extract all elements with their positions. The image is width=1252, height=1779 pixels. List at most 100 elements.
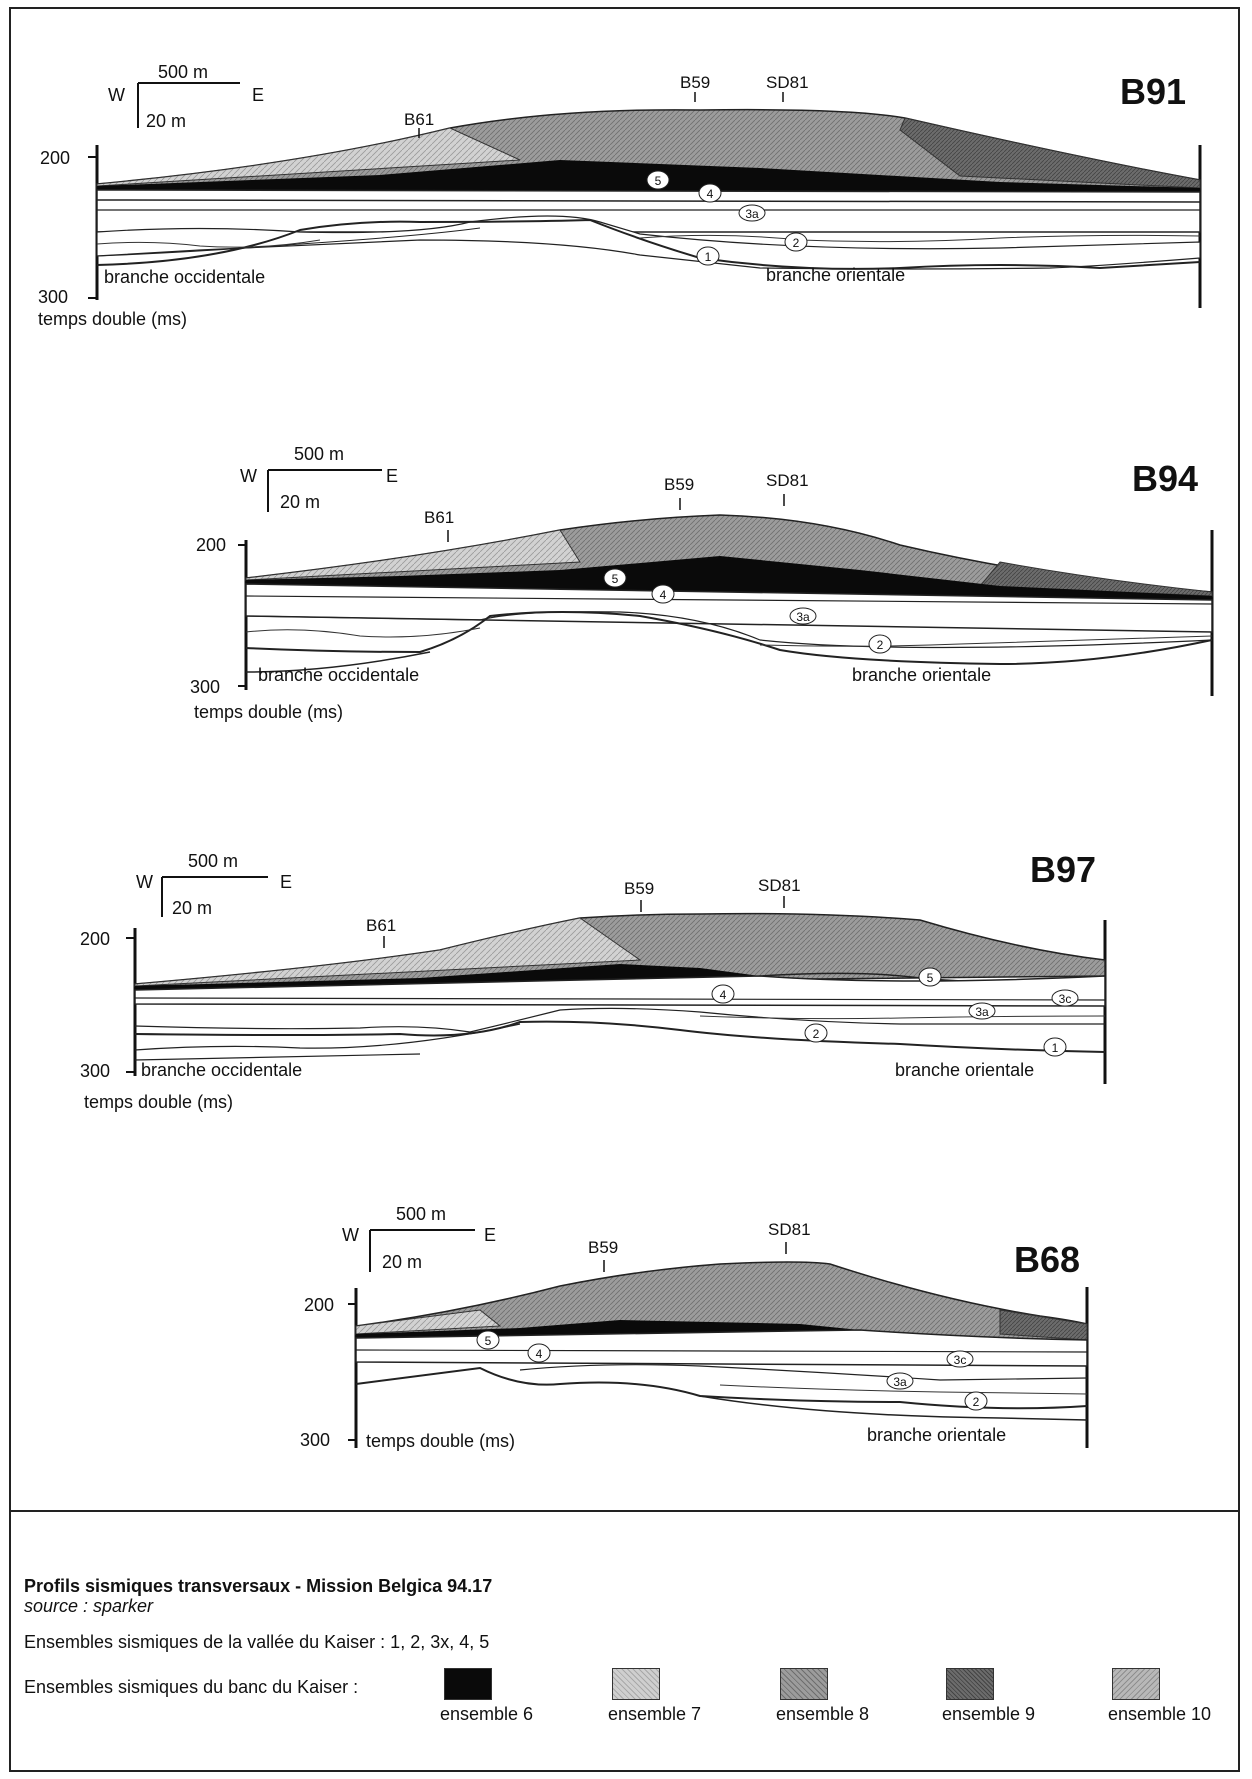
swatch-label: ensemble 6 [440, 1704, 534, 1724]
svg-text:2: 2 [877, 638, 884, 652]
branch-east-label: branche orientale [852, 665, 991, 685]
tick-300: 300 [190, 677, 220, 697]
svg-text:2: 2 [793, 236, 800, 250]
borehole-label: SD81 [768, 1220, 811, 1239]
unit-marker-3a: 3a [789, 607, 817, 625]
legend-swatch-ensemble-6: ensemble 6 [440, 1668, 533, 1725]
unit-marker-1: 1 [1043, 1037, 1067, 1057]
svg-text:3a: 3a [796, 610, 810, 624]
swatch-label: ensemble 9 [942, 1704, 1036, 1724]
legend-swatch-ensemble-8: ensemble 8 [776, 1668, 869, 1725]
svg-text:5: 5 [655, 174, 662, 188]
unit-marker-1: 1 [696, 246, 720, 266]
borehole-label: B59 [680, 73, 710, 92]
svg-text:1: 1 [1052, 1041, 1059, 1055]
unit-marker-3c: 3c [946, 1350, 974, 1368]
unit-marker-2: 2 [964, 1391, 988, 1411]
svg-text:2: 2 [813, 1027, 820, 1041]
unit-marker-5: 5 [918, 967, 942, 987]
legend-valley-ensembles: Ensembles sismiques de la vallée du Kais… [24, 1632, 490, 1652]
svg-text:3a: 3a [893, 1375, 907, 1389]
tick-200: 200 [304, 1295, 334, 1315]
time-axis-label: temps double (ms) [84, 1092, 233, 1112]
unit-marker-2: 2 [784, 232, 808, 252]
borehole-label: B61 [366, 916, 396, 935]
direction-east: E [386, 466, 398, 486]
tick-300: 300 [300, 1430, 330, 1450]
scale-horizontal: 500 m [188, 851, 238, 871]
unit-marker-2: 2 [868, 634, 892, 654]
tick-300: 300 [80, 1061, 110, 1081]
direction-west: W [108, 85, 125, 105]
branch-east-label: branche orientale [895, 1060, 1034, 1080]
scale-horizontal: 500 m [396, 1204, 446, 1224]
swatch-label: ensemble 10 [1108, 1704, 1212, 1724]
borehole-sd81: SD81 [758, 876, 801, 908]
svg-text:2: 2 [973, 1395, 980, 1409]
svg-text:4: 4 [720, 988, 727, 1002]
branch-west-label: branche occidentale [104, 267, 265, 287]
profile-title: B94 [1132, 458, 1198, 499]
borehole-sd81: SD81 [766, 73, 809, 102]
legend-bank-ensembles: Ensembles sismiques du banc du Kaiser : [24, 1677, 359, 1697]
branch-east-label: branche orientale [867, 1425, 1006, 1445]
svg-text:1: 1 [705, 250, 712, 264]
svg-text:3c: 3c [954, 1353, 967, 1367]
swatch-box [1112, 1668, 1160, 1700]
figure-frame [9, 7, 1240, 1772]
branch-west-label: branche occidentale [258, 665, 419, 685]
profile-title: B97 [1030, 849, 1096, 890]
unit-marker-5: 5 [603, 568, 627, 588]
profile-title: B91 [1120, 71, 1186, 112]
unit-marker-4: 4 [711, 984, 735, 1004]
borehole-label: B59 [624, 879, 654, 898]
profiles-figure: 500 m 20 m W E B91 200 300 temps double … [38, 62, 1214, 1451]
borehole-b59: B59 [624, 879, 654, 912]
direction-west: W [240, 466, 257, 486]
svg-text:3c: 3c [1059, 992, 1072, 1006]
branch-west-label: branche occidentale [141, 1060, 302, 1080]
tick-200: 200 [196, 535, 226, 555]
svg-text:3a: 3a [975, 1005, 989, 1019]
legend-swatch-ensemble-7: ensemble 7 [608, 1668, 701, 1725]
time-axis-label: temps double (ms) [38, 309, 187, 329]
borehole-sd81: SD81 [768, 1220, 811, 1254]
unit-marker-3a: 3a [968, 1002, 996, 1020]
direction-east: E [252, 85, 264, 105]
borehole-b59: B59 [588, 1238, 618, 1272]
swatch-box [444, 1668, 492, 1700]
scale-bar: 500 m 20 m W E [136, 851, 292, 918]
borehole-b61: B61 [366, 916, 396, 948]
svg-text:5: 5 [612, 572, 619, 586]
borehole-label: B59 [588, 1238, 618, 1257]
branch-east-label: branche orientale [766, 265, 905, 285]
tick-200: 200 [80, 929, 110, 949]
borehole-label: SD81 [766, 471, 809, 490]
scale-bar: 500 m 20 m W E [342, 1204, 496, 1272]
swatch-label: ensemble 8 [776, 1704, 870, 1724]
unit-marker-5: 5 [476, 1330, 500, 1350]
unit-marker-4: 4 [698, 183, 722, 203]
tick-300: 300 [38, 287, 68, 307]
time-axis-label: temps double (ms) [194, 702, 343, 722]
borehole-b59: B59 [664, 475, 694, 510]
unit-marker-3a: 3a [886, 1372, 914, 1390]
profile-b97: 500 m 20 m W E B97 200 300 temps double … [80, 849, 1107, 1112]
svg-text:5: 5 [927, 971, 934, 985]
profile-title: B68 [1014, 1239, 1080, 1280]
scale-vertical: 20 m [280, 492, 320, 512]
borehole-label: B61 [424, 508, 454, 527]
swatch-box [780, 1668, 828, 1700]
profile-b94: 500 m 20 m W E B94 200 300 temps double … [190, 444, 1214, 722]
direction-west: W [136, 872, 153, 892]
scale-vertical: 20 m [382, 1252, 422, 1272]
scale-bar: 500 m 20 m W E [108, 62, 264, 131]
profile-b68: 500 m 20 m W E B68 200 300 temps double … [300, 1204, 1089, 1451]
legend-swatch-ensemble-10: ensemble 10 [1108, 1668, 1211, 1725]
direction-east: E [484, 1225, 496, 1245]
scale-bar: 500 m 20 m W E [240, 444, 398, 512]
unit-marker-2: 2 [804, 1023, 828, 1043]
borehole-b61: B61 [424, 508, 454, 542]
direction-east: E [280, 872, 292, 892]
profile-b91: 500 m 20 m W E B91 200 300 temps double … [38, 62, 1202, 329]
